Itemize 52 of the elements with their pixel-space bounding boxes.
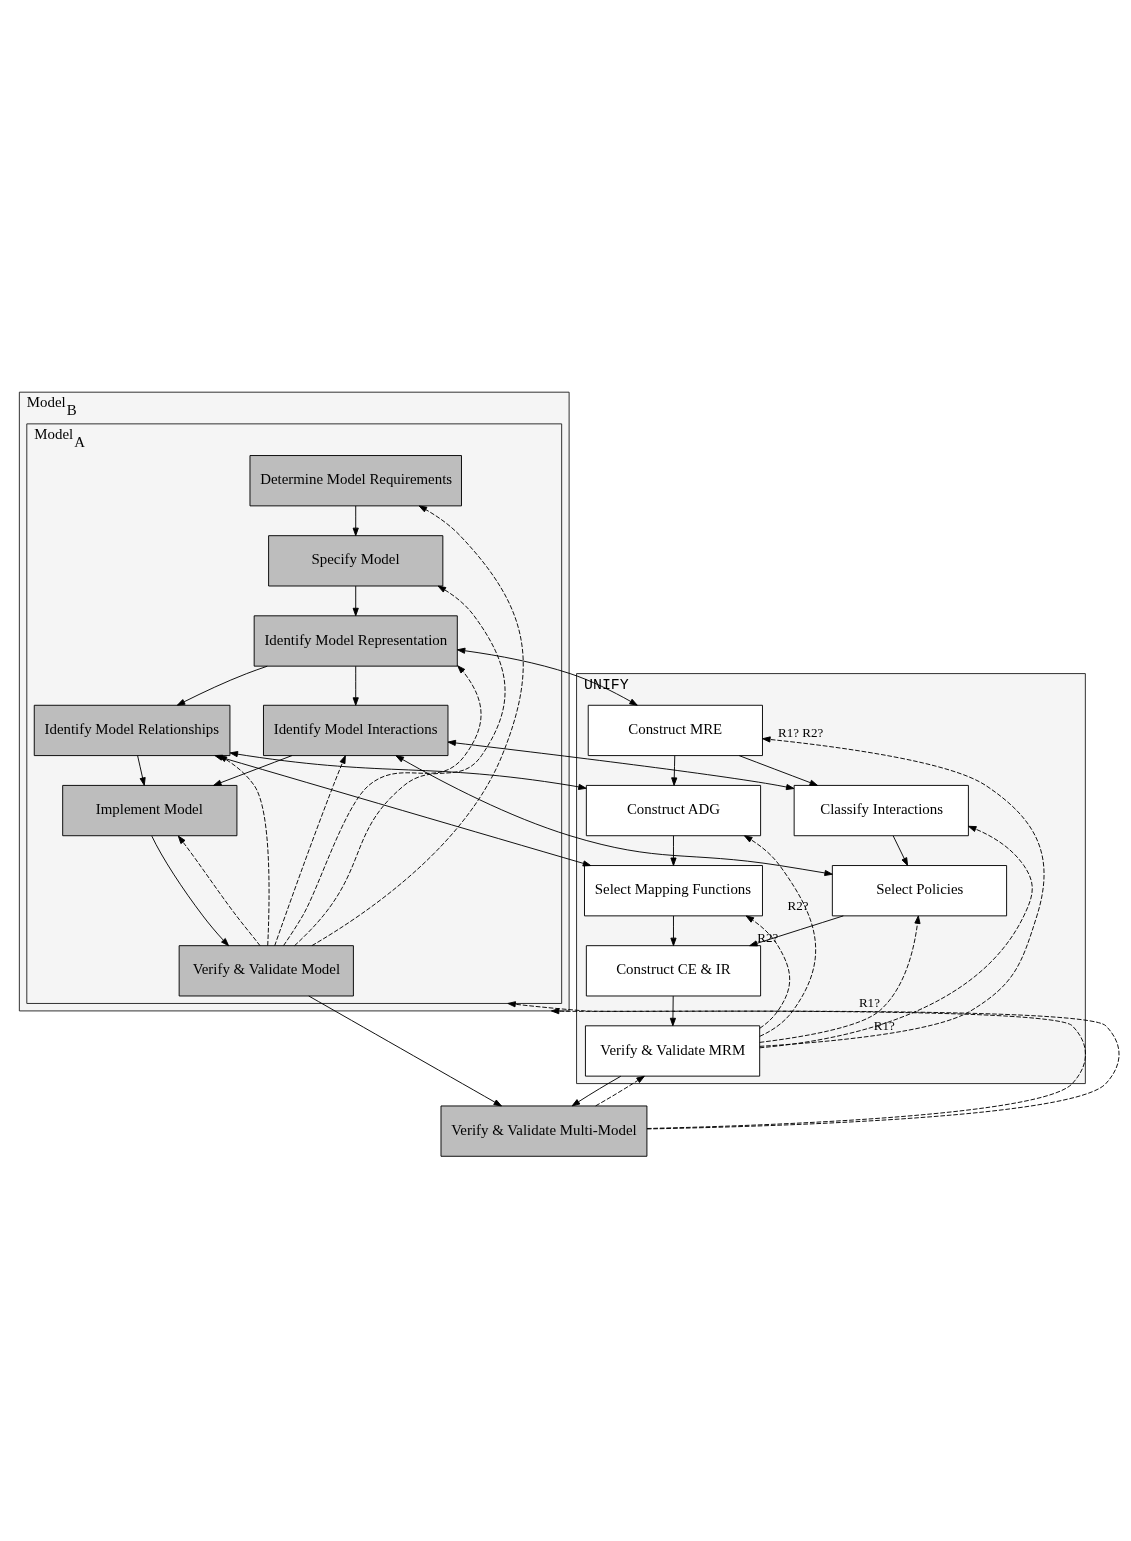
arrow [745,915,791,1029]
arrow [749,915,844,947]
node-box: Classify Interactions [793,784,969,837]
edge-label: R1? [858,995,880,1011]
edge-label: R2? [787,898,809,914]
node-box: Identify Model Representation [253,615,458,667]
arrow [550,1008,1086,1129]
node-box: Identify Model Interactions [263,704,449,757]
arrow [308,995,502,1107]
arrow [892,835,909,866]
arrow [447,739,795,791]
arrow [177,835,261,947]
arrow [395,755,833,877]
arrow [738,755,818,786]
arrow [759,825,1033,1049]
edge-label: R1? R2? [777,724,824,740]
node-box: Specify Model [268,535,444,587]
arrow [311,505,524,947]
arrow [669,995,676,1027]
arrow [294,585,506,947]
node-box: Determine Model Requirements [249,455,462,507]
edge-label: R1? [873,1018,895,1034]
arrow [137,755,146,786]
arrow [274,755,346,947]
arrow [151,835,230,947]
arrow [283,665,482,947]
arrow [744,835,817,1037]
arrow [671,755,678,786]
node-box: Construct MRE [587,704,763,757]
arrow [759,915,921,1043]
node-box: Construct CE & IR [585,945,762,997]
arrow [595,1075,645,1107]
arrow [670,915,677,947]
arrow [507,1001,1120,1130]
arrow [352,585,359,617]
node-box: Select Policies [831,865,1008,917]
arrow [571,1075,622,1107]
node-box: Identify Model Relationships [33,704,231,757]
node-box: Verify & Validate Model [178,945,354,997]
arrow [218,755,270,946]
arrow [456,647,638,706]
arrow [229,751,587,790]
arrow [176,665,268,706]
node-box: Verify & Validate Multi-Model [440,1105,648,1157]
arrow [670,835,677,866]
node-box: Construct ADG [585,784,762,837]
node-box: Verify & Validate MRM [584,1025,761,1077]
arrow [352,505,359,537]
arrow [759,736,1045,1047]
arrow [352,665,359,706]
node-box: Implement Model [62,784,238,837]
node-box: Select Mapping Functions [584,865,763,917]
